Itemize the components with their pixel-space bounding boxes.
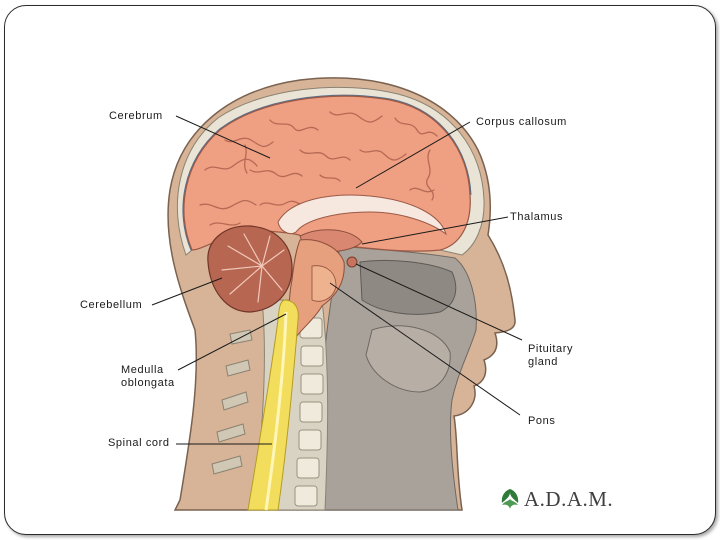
- label-cerebellum: Cerebellum: [80, 299, 143, 311]
- leader-corpus-callosum: [355, 121, 471, 189]
- leader-cerebellum: [151, 277, 223, 306]
- spinal-cord-core: [264, 311, 288, 511]
- cerebellum: [207, 225, 293, 313]
- label-thalamus: Thalamus: [510, 211, 564, 223]
- leader-cerebrum: [175, 115, 271, 159]
- cerebral-gyri: [199, 111, 438, 226]
- adam-logo: A.D.A.M.: [498, 486, 613, 512]
- pons: [311, 265, 337, 302]
- label-pituitary-gland: Pituitary gland: [528, 343, 573, 369]
- spinal-cord: [247, 299, 299, 511]
- tongue: [365, 325, 451, 393]
- label-medulla-oblongata: Medulla oblongata: [121, 364, 175, 390]
- cerebellar-folia: [221, 233, 285, 303]
- leader-lines: [151, 115, 523, 445]
- leader-pons: [329, 282, 521, 416]
- leader-thalamus: [361, 216, 509, 245]
- leaf-logo-icon: [501, 489, 519, 509]
- leader-pituitary: [355, 263, 523, 341]
- label-medulla-line1: Medulla: [121, 364, 164, 376]
- label-pons: Pons: [528, 415, 556, 427]
- pituitary-gland: [346, 256, 358, 268]
- logo-text: A.D.A.M.: [524, 486, 614, 511]
- label-corpus-callosum: Corpus callosum: [476, 116, 567, 128]
- label-pituitary-line1: Pituitary: [528, 343, 574, 355]
- label-cerebrum: Cerebrum: [109, 110, 163, 122]
- label-medulla-line2: oblongata: [121, 377, 175, 389]
- label-spinal-cord: Spinal cord: [108, 437, 170, 449]
- corpus-callosum: [277, 194, 447, 236]
- leader-medulla: [177, 313, 287, 371]
- label-pituitary-line2: gland: [528, 356, 558, 368]
